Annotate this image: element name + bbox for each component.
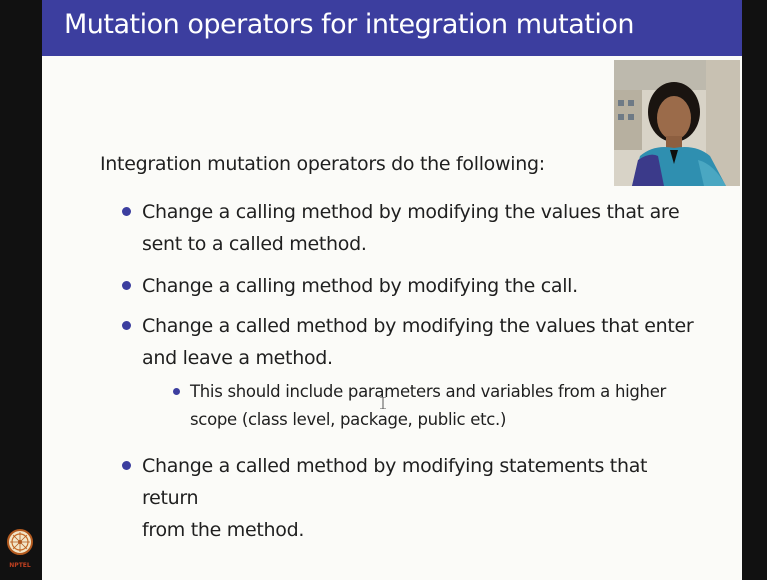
bullet-line: sent to a called method. [142, 233, 367, 255]
sub-bullet-icon [173, 388, 180, 395]
bullet-line: Change a called method by modifying the … [142, 315, 694, 337]
slide-title: Mutation operators for integration mutat… [64, 9, 634, 40]
bullet-point-3: Change a called method by modifying the … [122, 310, 702, 374]
nptel-logo: NPTEL [6, 524, 34, 574]
sub-bullet-point: This should include parameters and varia… [173, 378, 710, 434]
bullet-point-2: Change a calling method by modifying the… [122, 270, 702, 302]
sub-bullet-line: This should include parameters and varia… [190, 382, 667, 401]
bullet-icon [122, 321, 131, 330]
bullet-icon [122, 207, 131, 216]
logo-text: NPTEL [9, 562, 31, 569]
bullet-line: and leave a method. [142, 347, 333, 369]
bullet-line: from the method. [142, 519, 305, 541]
bullet-icon [122, 461, 131, 470]
bullet-point-4: Change a called method by modifying stat… [122, 450, 702, 546]
nptel-emblem-icon [7, 529, 33, 555]
bullet-point-1: Change a calling method by modifying the… [122, 196, 702, 260]
bullet-line: Change a called method by modifying stat… [142, 455, 648, 509]
bullet-line: Change a calling method by modifying the… [142, 275, 578, 297]
text-cursor-icon [380, 397, 386, 409]
bullet-icon [122, 281, 131, 290]
slide: Mutation operators for integration mutat… [42, 0, 742, 580]
slide-content: Integration mutation operators do the fo… [42, 0, 742, 580]
sub-bullet-line: scope (class level, package, public etc.… [190, 410, 507, 429]
intro-text: Integration mutation operators do the fo… [100, 153, 545, 175]
title-bar: Mutation operators for integration mutat… [42, 0, 742, 56]
presenter-video [614, 60, 740, 186]
bullet-line: Change a calling method by modifying the… [142, 201, 680, 223]
presenter-image [614, 60, 740, 186]
